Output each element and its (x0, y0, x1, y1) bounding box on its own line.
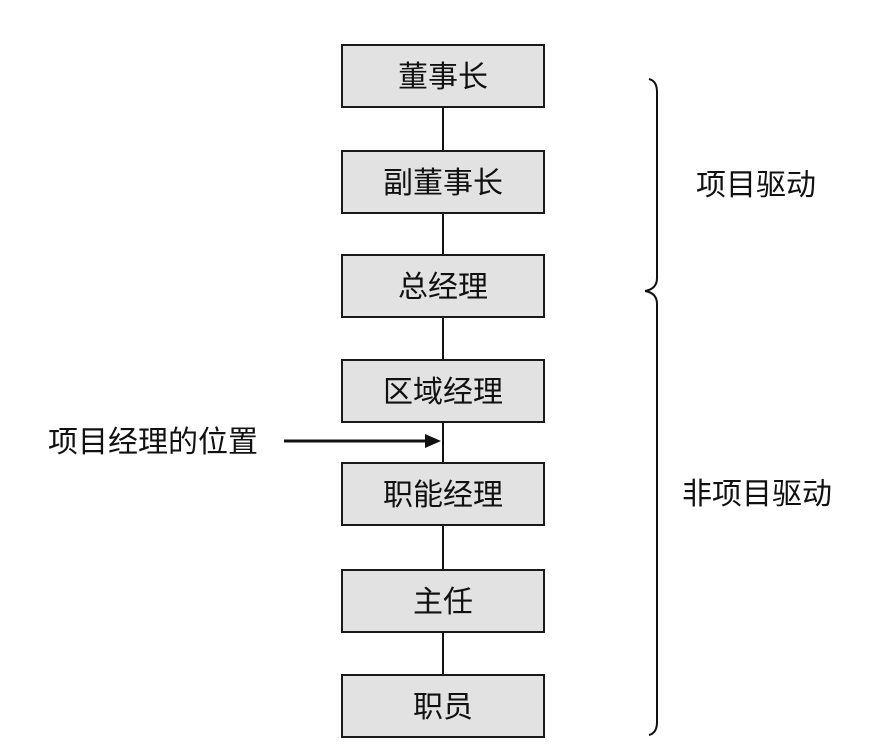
box-director-label: 主任 (413, 585, 473, 620)
box-staff-label: 职员 (413, 690, 473, 725)
box-functional-manager-rect (341, 462, 545, 526)
box-functional-manager: 职能经理 (341, 462, 545, 526)
box-general-manager: 总经理 (341, 254, 545, 318)
group-label-project-driven: 项目驱动 (696, 168, 816, 203)
bracket-non-project-driven (644, 290, 658, 736)
group-label-non-project-driven: 非项目驱动 (682, 477, 832, 512)
group-brackets: 项目驱动 非项目驱动 (644, 78, 832, 736)
pointer-label: 项目经理的位置 (48, 425, 258, 460)
project-manager-pointer: 项目经理的位置 (48, 425, 441, 460)
box-vice-chairman-label: 副董事长 (383, 166, 503, 201)
box-chairman: 董事长 (341, 44, 545, 108)
box-director-rect (341, 569, 545, 633)
box-regional-manager: 区域经理 (341, 359, 545, 423)
box-vice-chairman: 副董事长 (341, 150, 545, 214)
box-chairman-label: 董事长 (398, 60, 488, 95)
box-functional-manager-label: 职能经理 (383, 478, 503, 513)
pointer-arrow-head (425, 434, 441, 448)
box-staff-rect (341, 674, 545, 738)
box-director: 主任 (341, 569, 545, 633)
box-general-manager-label: 总经理 (398, 270, 488, 305)
box-regional-manager-label: 区域经理 (383, 375, 503, 410)
box-regional-manager-rect (341, 359, 545, 423)
bracket-project-driven (644, 78, 658, 292)
box-chairman-rect (341, 44, 545, 108)
box-vice-chairman-rect (341, 150, 545, 214)
box-general-manager-rect (341, 254, 545, 318)
box-staff: 职员 (341, 674, 545, 738)
